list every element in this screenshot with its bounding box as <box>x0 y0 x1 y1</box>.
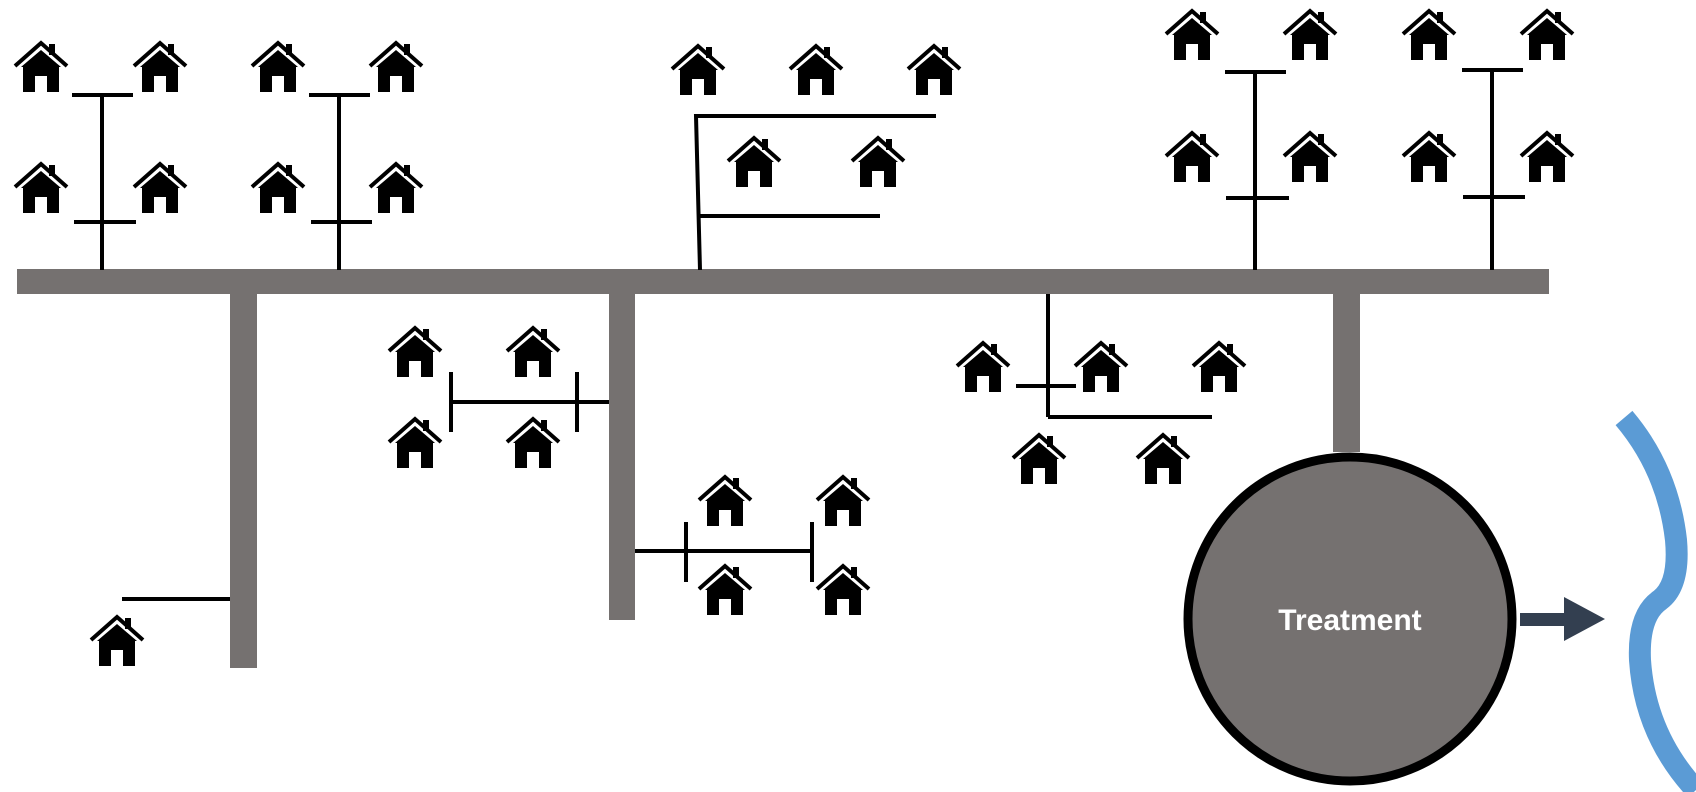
house-icon <box>505 417 561 470</box>
house-icon <box>850 136 906 189</box>
house-icon <box>697 564 753 617</box>
house-icon <box>250 41 306 94</box>
house-icon <box>1282 131 1338 184</box>
house-icon <box>1519 9 1575 62</box>
lateral-lines <box>72 68 1525 601</box>
branch-pipe-3 <box>1333 292 1360 452</box>
house-icon <box>726 136 782 189</box>
house-icon <box>368 41 424 94</box>
house-icon <box>1011 433 1067 486</box>
house-icon <box>670 44 726 97</box>
branch-pipe-2 <box>609 292 635 620</box>
main-trunk-line <box>17 269 1549 294</box>
house-icon <box>1135 433 1191 486</box>
house-icon <box>815 475 871 528</box>
house-icon <box>1282 9 1338 62</box>
house-icon <box>132 162 188 215</box>
house-icon <box>1191 341 1247 394</box>
treatment-plant: Treatment <box>1183 452 1517 786</box>
house-icon <box>1401 9 1457 62</box>
treatment-label: Treatment <box>1278 604 1421 637</box>
house-icon <box>1164 9 1220 62</box>
house-icon <box>132 41 188 94</box>
house-icon <box>13 162 69 215</box>
outflow-arrow <box>1520 597 1605 641</box>
house-icon <box>387 326 443 379</box>
treatment-circle <box>1183 452 1517 786</box>
house-icon <box>505 326 561 379</box>
house-icon <box>89 615 145 668</box>
house-icon <box>815 564 871 617</box>
house-icon <box>1519 131 1575 184</box>
house-icon <box>1073 341 1129 394</box>
house-icon <box>387 417 443 470</box>
house-icon <box>368 162 424 215</box>
house-icon <box>250 162 306 215</box>
house-icon <box>1401 131 1457 184</box>
house-icon <box>788 44 844 97</box>
house-icon <box>13 41 69 94</box>
sewer-main-pipes <box>17 269 1549 668</box>
house-icon <box>1164 131 1220 184</box>
branch-pipe-1 <box>230 292 257 668</box>
receiving-water <box>1615 410 1696 792</box>
house-icon <box>955 341 1011 394</box>
house-icon <box>906 44 962 97</box>
house-icon <box>697 475 753 528</box>
